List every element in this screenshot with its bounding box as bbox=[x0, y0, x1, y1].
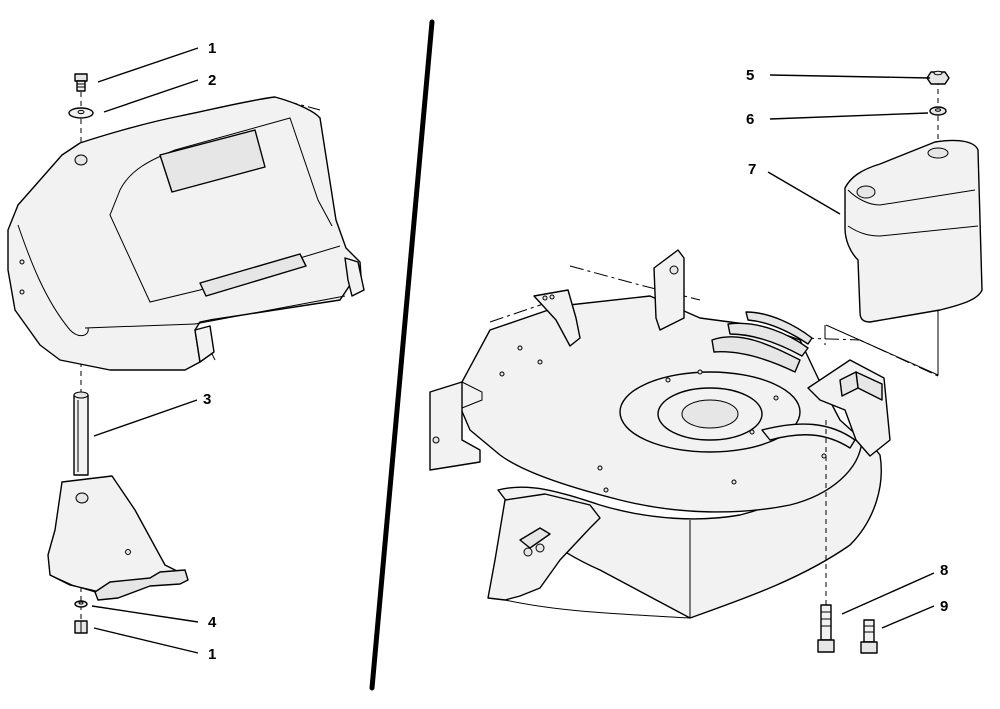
callout-5: 5 bbox=[746, 67, 754, 84]
washer-top bbox=[68, 107, 94, 119]
discharge-cover bbox=[7, 96, 365, 371]
nut-top bbox=[926, 70, 950, 85]
callout-8: 8 bbox=[940, 562, 948, 579]
callout-7: 7 bbox=[748, 161, 756, 178]
leader-4 bbox=[91, 605, 199, 623]
leader-5 bbox=[769, 74, 931, 79]
bolt-top bbox=[74, 73, 88, 92]
callout-9: 9 bbox=[940, 598, 948, 615]
short-bolt bbox=[860, 619, 878, 654]
washer-right bbox=[929, 106, 947, 116]
left-assembly: 1 2 3 4 1 bbox=[7, 40, 365, 663]
section-divider bbox=[369, 19, 435, 691]
leader-6 bbox=[769, 112, 929, 120]
callout-1-bottom: 1 bbox=[208, 646, 216, 663]
callout-3: 3 bbox=[203, 391, 211, 408]
leader-9 bbox=[881, 605, 935, 629]
right-assembly: 5 6 7 8 9 bbox=[429, 67, 983, 654]
spacer bbox=[73, 391, 89, 476]
callout-1-top: 1 bbox=[208, 40, 216, 57]
callout-4: 4 bbox=[208, 614, 217, 631]
leader-8 bbox=[841, 572, 935, 615]
lock-washer bbox=[74, 600, 88, 608]
leader-1-bottom bbox=[93, 627, 199, 654]
callout-2: 2 bbox=[208, 72, 216, 89]
deflector-cover bbox=[844, 139, 983, 323]
leader-1-top bbox=[97, 47, 199, 83]
mower-deck bbox=[429, 249, 939, 619]
callout-6: 6 bbox=[746, 111, 754, 128]
leader-7 bbox=[767, 171, 841, 215]
leader-2 bbox=[103, 79, 199, 113]
lower-bracket bbox=[47, 475, 189, 601]
long-bolt bbox=[817, 604, 835, 653]
nut-bottom bbox=[74, 620, 88, 634]
leader-3 bbox=[93, 399, 198, 437]
